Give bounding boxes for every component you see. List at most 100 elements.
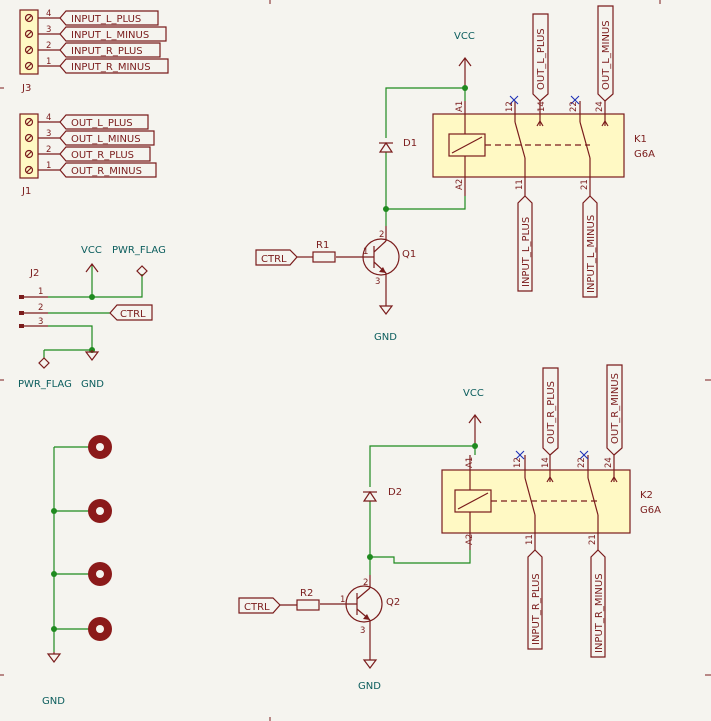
j1-pin-3: 3 xyxy=(46,129,51,139)
j3-net-labels[interactable]: INPUT_L_PLUS INPUT_L_MINUS INPUT_R_PLUS … xyxy=(59,10,169,74)
mounting-hole-2 xyxy=(88,499,112,523)
q1-pin-1: 1 xyxy=(363,247,368,257)
net-label-k1-out-l-plus: OUT_L_PLUS xyxy=(536,28,547,90)
k1-net-labels[interactable]: OUT_L_PLUS OUT_L_MINUS INPUT_L_PLUS INPU… xyxy=(517,5,614,298)
gnd-label-holes: GND xyxy=(42,696,65,707)
j2-pin-3: 3 xyxy=(38,317,43,327)
relay-k2[interactable]: A1 A2 12 14 11 22 24 21 K2 G6A xyxy=(441,450,661,550)
power-vcc-j2: VCC xyxy=(81,245,102,273)
net-label-out-r-minus: OUT_R_MINUS xyxy=(71,166,142,177)
net-label-input-l-plus: INPUT_L_PLUS xyxy=(71,14,141,25)
connector-j1[interactable]: 4 3 2 1 J1 xyxy=(19,113,60,197)
j3-pin-4: 4 xyxy=(46,9,51,19)
k2-pin-24: 24 xyxy=(604,457,614,468)
q1-pin-2: 2 xyxy=(379,230,384,240)
k2-net-labels[interactable]: OUT_R_PLUS OUT_R_MINUS INPUT_R_PLUS INPU… xyxy=(527,364,623,658)
k2-pin-11: 11 xyxy=(525,534,535,545)
transistor-q2[interactable]: 2 1 3 Q2 xyxy=(320,575,400,660)
d2-ref: D2 xyxy=(388,487,402,498)
power-gnd-j2: GND xyxy=(81,350,104,390)
mounting-hole-3 xyxy=(88,562,112,586)
vcc-label-j2: VCC xyxy=(81,245,102,256)
gnd-label-q2: GND xyxy=(358,681,381,692)
ctrl-label-j2: CTRL xyxy=(120,309,146,320)
power-flag-bottom: PWR_FLAG xyxy=(18,357,72,390)
transistor-q1[interactable]: 2 1 3 Q1 xyxy=(336,226,416,306)
net-label-out-l-minus: OUT_L_MINUS xyxy=(71,134,141,145)
net-label-k2-input-r-minus: INPUT_R_MINUS xyxy=(594,573,605,653)
mounting-hole-1 xyxy=(88,435,112,459)
pwr-flag-label-bottom: PWR_FLAG xyxy=(18,379,72,390)
net-label-input-l-minus: INPUT_L_MINUS xyxy=(71,30,149,41)
connector-j2[interactable]: J2 1 2 3 xyxy=(19,268,48,328)
vcc-k2: VCC xyxy=(463,388,484,446)
j2-pin-1: 1 xyxy=(38,287,43,297)
net-label-out-r-plus: OUT_R_PLUS xyxy=(71,150,134,161)
j1-pin-4: 4 xyxy=(46,113,51,123)
relay-k1[interactable]: A1 A2 12 14 11 22 24 21 K1 G6A xyxy=(432,95,655,196)
k1-pin-14: 14 xyxy=(537,101,547,112)
gnd-label-q1: GND xyxy=(374,332,397,343)
vcc-label-k2: VCC xyxy=(463,388,484,399)
k1-pin-a2: A2 xyxy=(455,179,465,190)
connector-j3[interactable]: 4 3 2 1 J3 xyxy=(19,9,60,94)
j2-ref: J2 xyxy=(29,268,39,279)
q1-pin-3: 3 xyxy=(375,277,380,287)
ctrl-label-r2[interactable]: CTRL xyxy=(238,597,281,614)
j3-pin-3: 3 xyxy=(46,25,51,35)
ctrl-label-r1[interactable]: CTRL xyxy=(255,249,298,266)
j1-pin-2: 2 xyxy=(46,145,51,155)
vcc-k1: VCC xyxy=(454,31,475,88)
j3-screw-terminals xyxy=(24,13,34,71)
diode-d1[interactable]: D1 xyxy=(378,138,417,153)
resistor-r1[interactable]: R1 xyxy=(297,240,336,263)
k2-pin-12: 12 xyxy=(513,457,523,468)
pwr-flag-label-top: PWR_FLAG xyxy=(112,245,166,256)
ctrl-label-k2: CTRL xyxy=(244,602,270,613)
r2-ref: R2 xyxy=(300,588,313,599)
j1-pin-1: 1 xyxy=(46,161,51,171)
gnd-label-j2: GND xyxy=(81,379,104,390)
k2-pin-14: 14 xyxy=(541,457,551,468)
j1-screw-terminals xyxy=(24,117,34,175)
k2-ref: K2 xyxy=(640,490,653,501)
resistor-r2[interactable]: R2 xyxy=(280,588,320,611)
j2-ctrl-label[interactable]: CTRL xyxy=(109,304,153,321)
net-label-k1-input-l-minus: INPUT_L_MINUS xyxy=(586,215,597,293)
j3-ref: J3 xyxy=(21,83,31,94)
ctrl-label-k1: CTRL xyxy=(261,254,287,265)
vcc-label-k1: VCC xyxy=(454,31,475,42)
gnd-q1: GND xyxy=(374,305,397,343)
diode-d2[interactable]: D2 xyxy=(362,487,402,502)
k1-no-connect-marks xyxy=(509,95,580,105)
j2-wires xyxy=(43,266,143,358)
j1-net-labels[interactable]: OUT_L_PLUS OUT_L_MINUS OUT_R_PLUS OUT_R_… xyxy=(59,114,157,178)
r1-ref: R1 xyxy=(316,240,329,251)
d1-ref: D1 xyxy=(403,138,417,149)
q2-ref: Q2 xyxy=(386,597,400,608)
net-label-k2-input-r-plus: INPUT_R_PLUS xyxy=(531,573,542,645)
k1-ref: K1 xyxy=(634,134,647,145)
j1-ref: J1 xyxy=(21,186,31,197)
k2-value: G6A xyxy=(640,505,661,516)
q2-pin-1: 1 xyxy=(340,595,345,605)
net-label-k1-out-l-minus: OUT_L_MINUS xyxy=(601,20,612,90)
mounting-holes: GND xyxy=(42,435,112,707)
k2-pin-a1: A1 xyxy=(465,457,475,468)
q2-pin-3: 3 xyxy=(360,626,365,636)
k1-pin-a1: A1 xyxy=(455,101,465,112)
net-label-input-r-minus: INPUT_R_MINUS xyxy=(71,62,151,73)
k1-pin-21: 21 xyxy=(580,179,590,190)
k1-value: G6A xyxy=(634,149,655,160)
k2-no-connect-marks xyxy=(515,450,589,460)
net-label-input-r-plus: INPUT_R_PLUS xyxy=(71,46,143,57)
gnd-q2: GND xyxy=(358,659,381,692)
j3-pin-2: 2 xyxy=(46,41,51,51)
k2-pin-22: 22 xyxy=(577,457,587,468)
j2-pin-2: 2 xyxy=(38,303,43,313)
k1-pin-22: 22 xyxy=(569,101,579,112)
net-label-k2-out-r-minus: OUT_R_MINUS xyxy=(610,373,621,444)
net-label-k2-out-r-plus: OUT_R_PLUS xyxy=(546,381,557,444)
